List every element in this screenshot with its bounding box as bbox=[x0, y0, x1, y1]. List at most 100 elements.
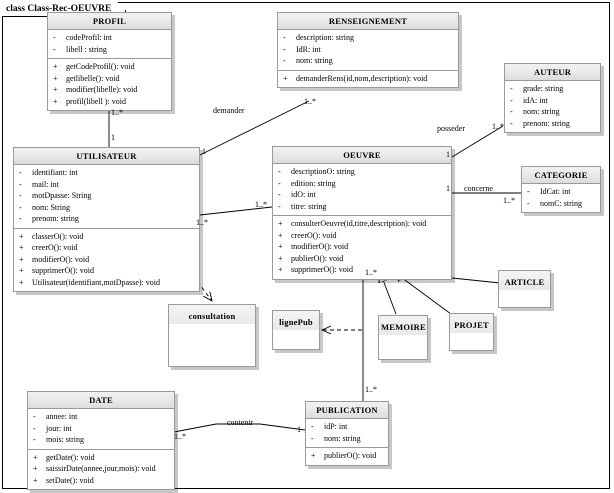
signature: supprimerO(): void bbox=[32, 266, 94, 275]
visibility: + bbox=[278, 230, 283, 240]
visibility: + bbox=[33, 464, 38, 473]
signature: libell : string bbox=[66, 44, 107, 54]
attribute-row: - mois: string bbox=[31, 434, 172, 446]
attribute-row: - nomC: string bbox=[525, 198, 598, 210]
visibility: - bbox=[527, 198, 530, 208]
diagram-frame bbox=[2, 2, 610, 489]
signature: getCodeProfil(): void bbox=[66, 62, 135, 71]
class-auteur-name: AUTEUR bbox=[505, 64, 600, 81]
visibility: + bbox=[311, 451, 316, 460]
signature: idO: int bbox=[291, 190, 316, 199]
visibility: - bbox=[510, 107, 513, 116]
class-article[interactable]: ARTICLE bbox=[498, 270, 551, 308]
visibility: + bbox=[53, 96, 58, 106]
signature: mois: string bbox=[46, 435, 85, 444]
class-memoire[interactable]: MEMOIRE bbox=[378, 315, 428, 360]
visibility: - bbox=[278, 190, 281, 199]
class-date-name: DATE bbox=[28, 392, 174, 409]
attribute-row: - titre: string bbox=[276, 201, 449, 213]
multiplicity-publication-top: 1..* bbox=[365, 385, 377, 394]
class-date-operations: + getDate(): void + saissirDate(annee,jo… bbox=[28, 448, 174, 489]
multiplicity-oeuvre-posseder: 1 bbox=[446, 150, 450, 159]
attribute-row: - mail: int bbox=[17, 179, 197, 191]
class-renseignement[interactable]: RENSEIGNEMENT - description: string - Id… bbox=[277, 12, 459, 88]
operation-row: + Utilisateur(identifiant,motDpasse): vo… bbox=[17, 277, 197, 289]
class-publication[interactable]: PUBLICATION - idP: int - nom: string + p… bbox=[305, 401, 389, 466]
class-consultation[interactable]: consultation bbox=[168, 304, 256, 367]
class-profil[interactable]: PROFIL - codeProfil: int - libell : stri… bbox=[47, 12, 172, 111]
multiplicity-publication-left: 1 bbox=[297, 425, 301, 434]
class-oeuvre[interactable]: OEUVRE - descriptionO: string - edition:… bbox=[272, 146, 452, 280]
visibility: - bbox=[19, 202, 22, 212]
class-date-attributes: - annee: int - jour: int - mois: string bbox=[28, 409, 174, 449]
signature: classerO(): void bbox=[32, 231, 84, 241]
operation-row: + modifier(libelle): void bbox=[51, 84, 169, 96]
operation-row: + getlibelle(): void bbox=[51, 73, 169, 85]
attribute-row: - libell : string bbox=[51, 44, 169, 56]
association-label-contenir: contenir bbox=[227, 418, 254, 427]
operation-row: + creerO(): void bbox=[276, 230, 449, 242]
multiplicity-categorie-left: 1..* bbox=[503, 196, 515, 205]
attribute-row: - description: string bbox=[281, 32, 456, 44]
class-utilisateur[interactable]: UTILISATEUR - identifiant: int - mail: i… bbox=[13, 147, 200, 292]
class-categorie[interactable]: CATEGORIE - IdCat: int - nomC: string bbox=[521, 166, 601, 213]
attribute-row: - codeProfil: int bbox=[51, 32, 169, 44]
attribute-row: - idP: int bbox=[309, 421, 386, 433]
visibility: - bbox=[278, 201, 281, 211]
multiplicity-auteur-left: 1..* bbox=[492, 122, 504, 131]
visibility: + bbox=[53, 73, 58, 83]
visibility: - bbox=[283, 33, 286, 42]
visibility: - bbox=[53, 33, 56, 42]
visibility: + bbox=[19, 277, 24, 287]
class-memoire-name: MEMOIRE bbox=[379, 316, 427, 335]
signature: idP: int bbox=[324, 422, 348, 431]
class-lignepub[interactable]: lignePub bbox=[272, 310, 320, 350]
operation-row: + getCodeProfil(): void bbox=[51, 61, 169, 73]
attribute-row: - edition: string bbox=[276, 178, 449, 190]
attribute-row: - nom: string bbox=[508, 106, 598, 118]
class-renseignement-attributes: - description: string - IdR: int - nom: … bbox=[278, 30, 458, 70]
operation-row: + modifierO(): void bbox=[17, 254, 197, 266]
signature: nom: string bbox=[324, 433, 361, 443]
signature: creerO(): void bbox=[32, 243, 78, 252]
class-oeuvre-operations: + consulterOeuvre(id,titre,description):… bbox=[273, 215, 451, 279]
operation-row: + demanderRens(id,nom,description): void bbox=[281, 73, 456, 85]
visibility: - bbox=[33, 423, 36, 433]
visibility: + bbox=[278, 265, 283, 274]
signature: descriptionO: string bbox=[291, 167, 355, 176]
signature: IdR: int bbox=[296, 44, 321, 54]
operation-row: + classerO(): void bbox=[17, 231, 197, 243]
signature: identifiant: int bbox=[32, 168, 78, 177]
signature: Utilisateur(identifiant,motDpasse): void bbox=[32, 277, 160, 287]
visibility: - bbox=[19, 168, 22, 177]
signature: jour: int bbox=[46, 423, 72, 433]
signature: grade: string bbox=[523, 84, 564, 93]
class-oeuvre-name: OEUVRE bbox=[273, 147, 451, 164]
class-publication-attributes: - idP: int - nom: string bbox=[306, 419, 388, 447]
operation-row: + supprimerO(): void bbox=[17, 265, 197, 277]
visibility: + bbox=[283, 73, 288, 83]
visibility: - bbox=[33, 412, 36, 421]
class-date[interactable]: DATE - annee: int - jour: int - mois: st… bbox=[27, 391, 175, 490]
class-utilisateur-name: UTILISATEUR bbox=[14, 148, 199, 165]
visibility: + bbox=[19, 266, 24, 275]
class-renseignement-name: RENSEIGNEMENT bbox=[278, 13, 458, 30]
visibility: - bbox=[19, 179, 22, 189]
class-publication-name: PUBLICATION bbox=[306, 402, 388, 419]
visibility: + bbox=[278, 242, 283, 251]
signature: getlibelle(): void bbox=[66, 73, 120, 83]
class-projet[interactable]: PROJET bbox=[449, 313, 494, 351]
operation-row: + publierO(): void bbox=[276, 253, 449, 265]
visibility: - bbox=[33, 435, 36, 444]
attribute-row: - jour: int bbox=[31, 423, 172, 435]
visibility: + bbox=[278, 219, 283, 228]
attribute-row: - descriptionO: string bbox=[276, 166, 449, 178]
class-auteur[interactable]: AUTEUR - grade: string - idA: int - nom:… bbox=[504, 63, 601, 133]
class-profil-name: PROFIL bbox=[48, 13, 171, 30]
signature: publierO(): void bbox=[324, 451, 377, 460]
association-label-demander: demander bbox=[213, 106, 245, 115]
signature: nomC: string bbox=[540, 198, 583, 208]
attribute-row: - grade: string bbox=[508, 83, 598, 95]
signature: titre: string bbox=[291, 201, 327, 211]
